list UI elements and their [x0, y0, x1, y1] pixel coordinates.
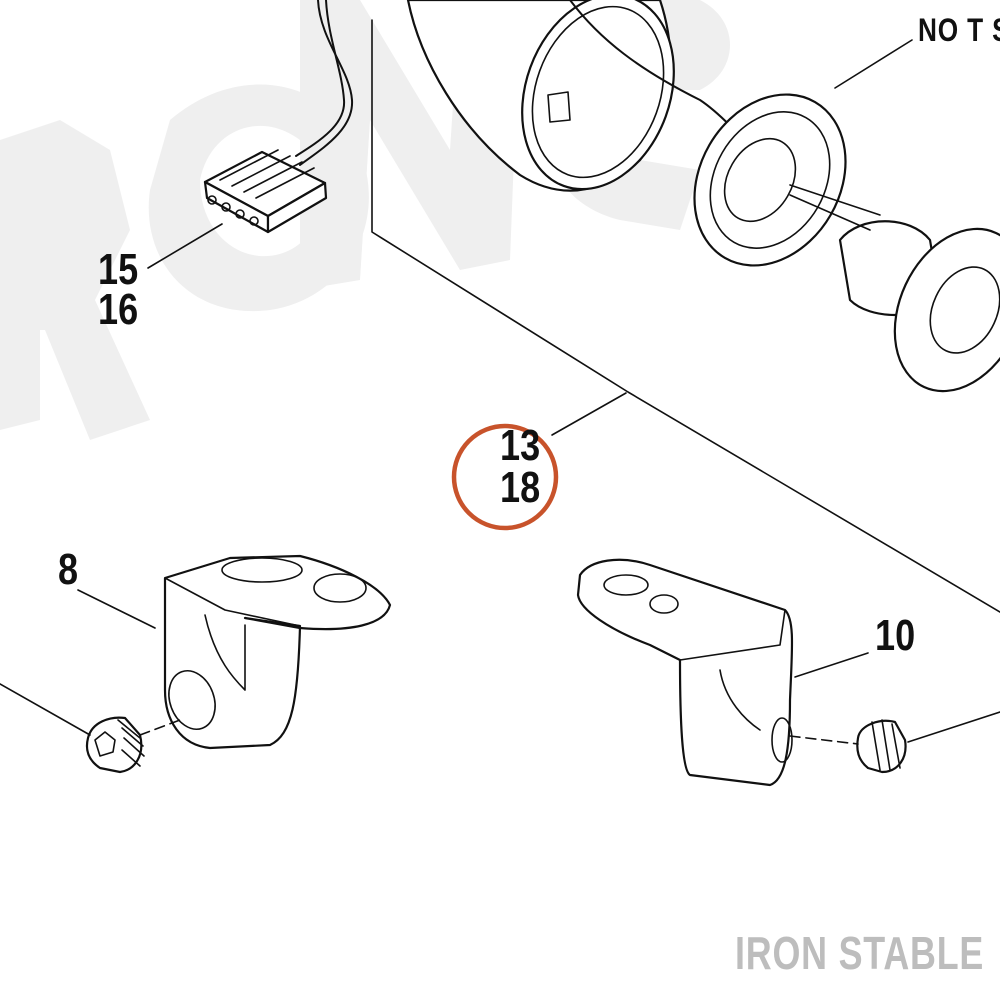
callout-not-shown: NO T S — [918, 12, 1000, 48]
mount-bracket-icon — [163, 554, 392, 750]
axis-screw-right — [789, 735, 859, 745]
callout-18[interactable]: 18 — [500, 463, 541, 512]
highlight-ring — [451, 423, 559, 531]
set-screw-icon — [856, 719, 907, 774]
leader-screw-right — [907, 711, 1000, 743]
leader-13 — [551, 392, 627, 436]
brand-watermark: IRON STABLE — [735, 927, 985, 979]
leader-screw-left — [0, 683, 91, 736]
assembly-bracket — [371, 19, 1000, 613]
leader-10 — [794, 652, 869, 678]
set-screw-icon — [85, 716, 145, 774]
lamp-socket-icon — [693, 93, 1000, 393]
leader-15 — [147, 223, 223, 269]
axis-screw-left — [139, 719, 181, 736]
leader-not-shown — [834, 39, 913, 89]
callout-8[interactable]: 8 — [58, 545, 79, 594]
mount-bracket-icon — [576, 558, 794, 787]
callout-13[interactable]: 13 — [500, 421, 541, 470]
callout-15[interactable]: 15 — [98, 245, 139, 294]
callout-16[interactable]: 16 — [98, 285, 139, 334]
lamp-housing-icon — [406, 0, 801, 201]
wire-connector-icon — [203, 0, 354, 234]
leader-8 — [77, 589, 156, 629]
callout-10[interactable]: 10 — [875, 611, 916, 660]
